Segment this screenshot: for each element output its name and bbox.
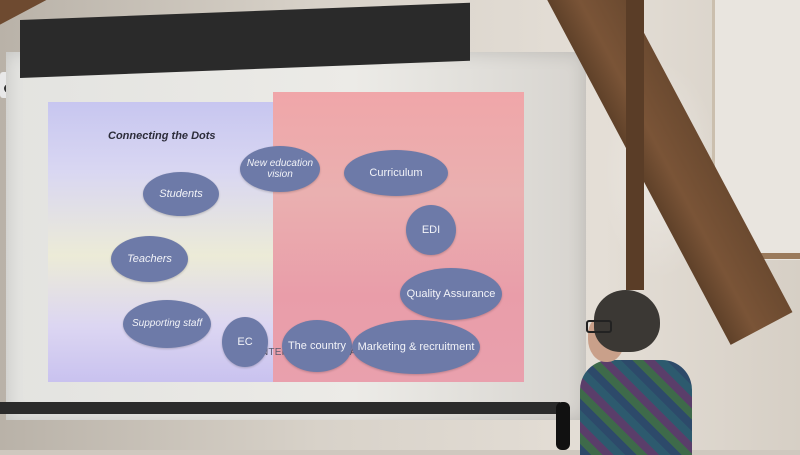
microphone [556, 402, 570, 450]
bubble-edi: EDI [406, 205, 456, 255]
wooden-post [626, 0, 644, 290]
presenter [572, 290, 702, 455]
bubble-ec: EC [222, 317, 268, 367]
bubble-supporting-staff: Supporting staff [123, 300, 211, 348]
bubble-students: Students [143, 172, 219, 216]
presenter-jacket [580, 360, 692, 455]
bubble-the-country: The country [282, 320, 352, 372]
screen-bottom-bar [0, 402, 560, 414]
bubble-quality-assurance: Quality Assurance [400, 268, 502, 320]
glasses-icon [586, 320, 612, 333]
bubble-marketing-recruitment: Marketing & recruitment [352, 320, 480, 374]
bubble-new-education-vision: New education vision [240, 146, 320, 192]
bubble-teachers: Teachers [111, 236, 188, 282]
slide-title: Connecting the Dots [108, 130, 216, 142]
bubble-curriculum: Curriculum [344, 150, 448, 196]
presentation-slide: Connecting the Dots INTERNATIONALISATION… [48, 92, 524, 382]
